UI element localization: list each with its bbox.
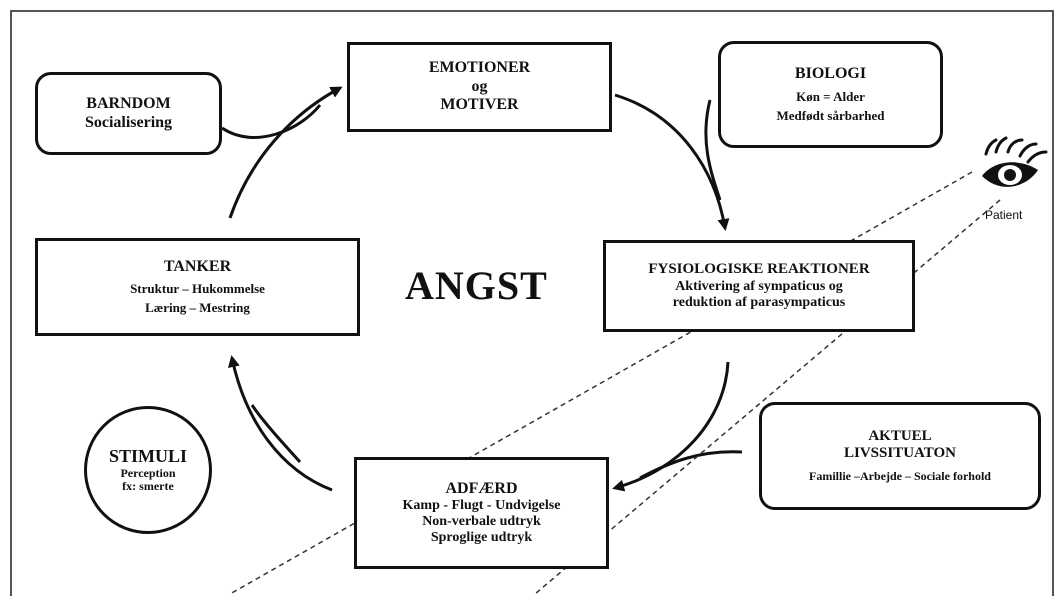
sightline-lower [534,199,1001,594]
barndom-line-1: BARNDOM [86,95,171,113]
stimuli-line-3: fx: smerte [122,479,174,494]
tanker-line-1: TANKER [163,257,232,275]
emotioner-line-1: EMOTIONER [428,59,531,77]
aktuel-line-3: Famillie –Arbejde – Sociale forhold [809,469,991,484]
arrow-adfaerd-to-tanker [227,355,333,492]
node-stimuli: STIMULI Perception fx: smerte [84,406,212,534]
node-fysiologiske: FYSIOLOGISKE REAKTIONER Aktivering af sy… [603,240,915,332]
arrow-biologi-to-fysiologiske [704,99,722,201]
stimuli-line-2: Perception [120,465,176,480]
node-emotioner: EMOTIONER og MOTIVER [347,42,612,132]
barndom-line-2: Socialisering [84,113,173,131]
arrow-barndom-to-emotioner [221,104,322,139]
aktuel-line-1: AKTUEL [868,427,932,444]
diagram-frame [10,10,1054,596]
arrow-emotioner-to-fysiologiske [614,93,730,231]
eye-icon [982,136,1048,187]
adfaerd-line-4: Sproglige udtryk [430,530,533,546]
biologi-line-1: BIOLOGI [794,65,867,83]
fysiologiske-line-3: reduktion af parasympaticus [672,294,846,310]
node-aktuel: AKTUEL LIVSSITUATON Famillie –Arbejde – … [759,402,1041,510]
arrow-stimuli-to-tanker [250,404,302,464]
patient-label: Patient [985,208,1023,222]
center-title: ANGST [405,263,548,308]
node-barndom: BARNDOM Socialisering [35,72,222,155]
emotioner-line-2: og [471,77,488,95]
emotioner-line-3: MOTIVER [440,96,519,114]
arrow-aktuel-to-adfaerd [639,450,743,480]
adfaerd-line-2: Kamp - Flugt - Undvigelse [402,498,561,514]
adfaerd-line-1: ADFÆRD [445,479,518,497]
node-adfaerd: ADFÆRD Kamp - Flugt - Undvigelse Non-ver… [354,457,609,569]
stimuli-line-1: STIMULI [108,445,188,466]
arrow-fysiologiske-to-adfaerd [612,361,730,492]
aktuel-line-2: LIVSSITUATON [844,445,956,462]
arrow-tanker-to-emotioner [228,86,343,219]
biologi-line-3: Medfødt sårbarhed [776,107,885,123]
adfaerd-line-3: Non-verbale udtryk [422,514,541,530]
fysiologiske-line-1: FYSIOLOGISKE REAKTIONER [648,261,870,278]
sightline-upper [229,171,973,594]
tanker-line-3: Læring – Mestring [145,300,250,316]
biologi-line-2: Køn = Alder [796,88,865,104]
node-tanker: TANKER Struktur – Hukommelse Læring – Me… [35,238,360,336]
tanker-line-2: Struktur – Hukommelse [130,281,265,297]
node-biologi: BIOLOGI Køn = Alder Medfødt sårbarhed [718,41,943,148]
fysiologiske-line-2: Aktivering af sympaticus og [675,278,843,294]
